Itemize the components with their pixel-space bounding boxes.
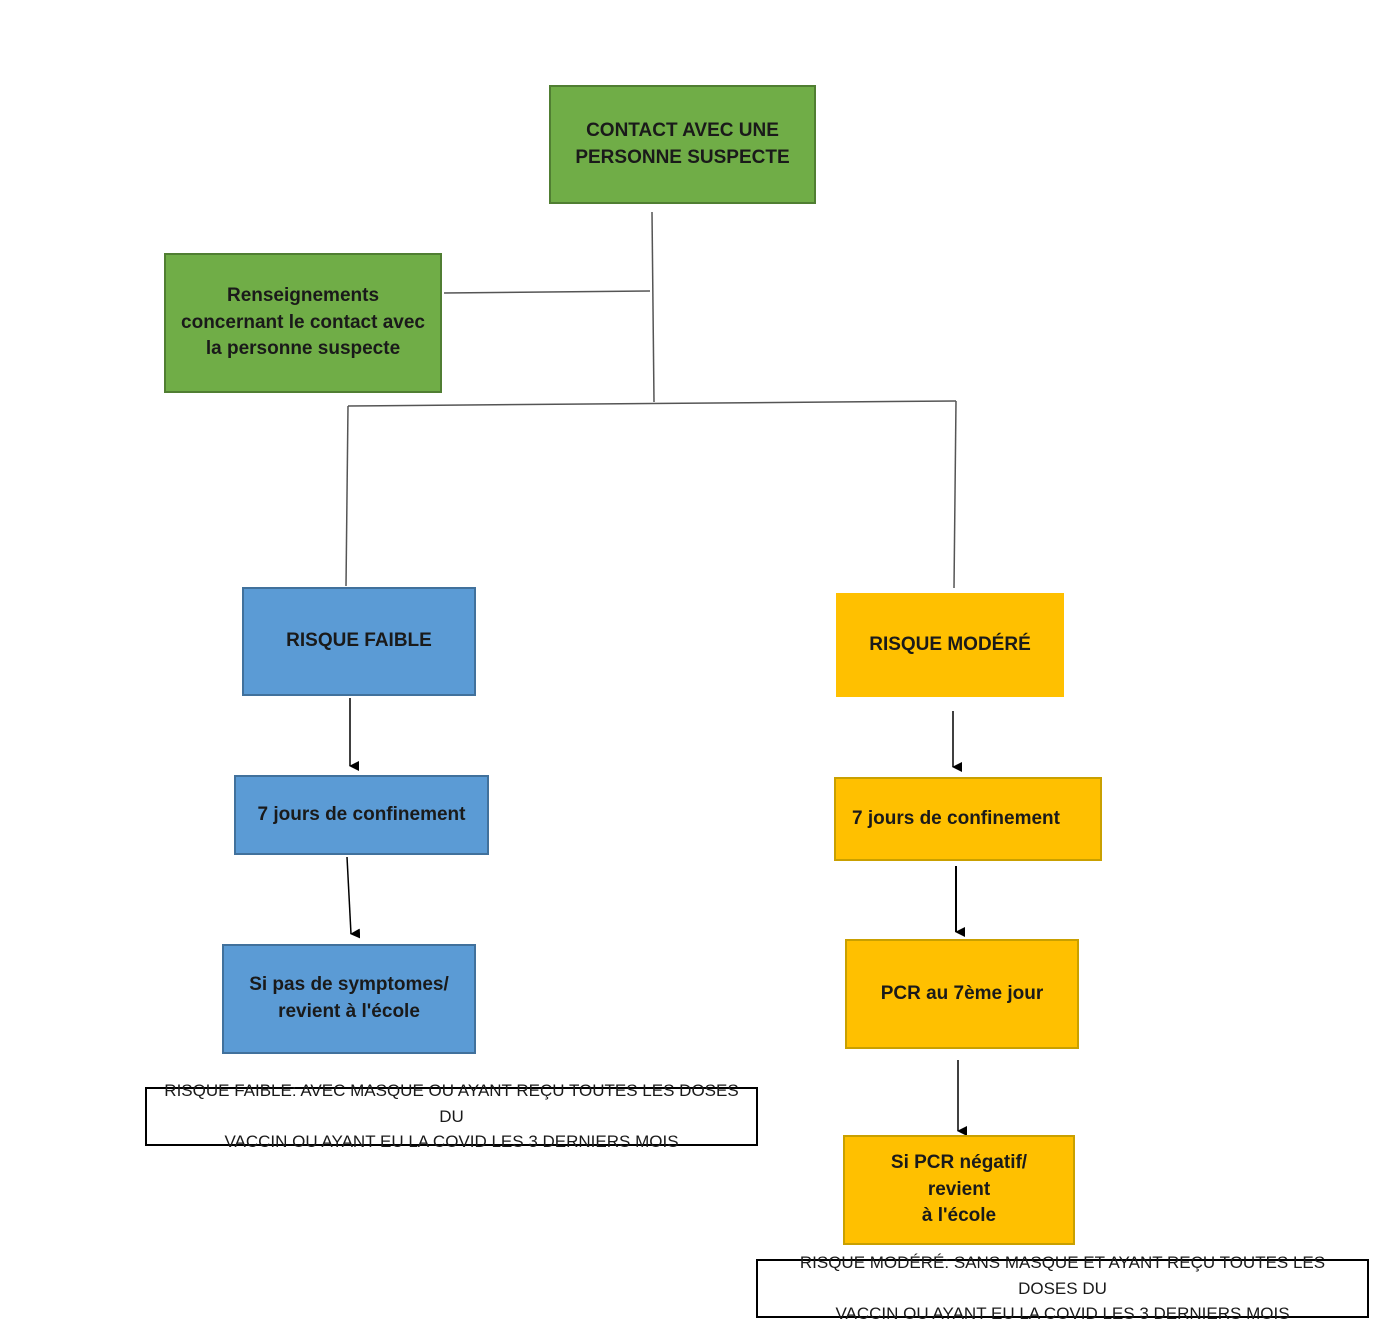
contact-line-2: PERSONNE SUSPECTE <box>575 146 790 168</box>
renseignements-line-2: concernant le contact avec <box>181 311 425 333</box>
renseignements-connector <box>443 290 651 294</box>
contact-node: CONTACT AVEC UNE PERSONNE SUSPECTE <box>549 85 816 204</box>
modere-pcr-node: PCR au 7ème jour <box>845 939 1079 1049</box>
branch-horizontal-connector <box>347 400 957 407</box>
modere-confinement-node: 7 jours de confinement <box>834 777 1102 861</box>
branch-left-connector <box>345 405 349 587</box>
faible-note-line-1: RISQUE FAIBLE: AVEC MASQUE OU AYANT REÇU… <box>164 1081 739 1126</box>
contact-line-1: CONTACT AVEC UNE <box>586 119 779 141</box>
renseignements-node: Renseignements concernant le contact ave… <box>164 253 442 393</box>
modere-confinement-label: 7 jours de confinement <box>852 807 1060 829</box>
renseignements-line-1: Renseignements <box>226 285 380 307</box>
trunk-connector <box>651 211 655 403</box>
modere-retour-line-1: Si PCR négatif/ revient <box>890 1152 1028 1200</box>
faible-definition-note: RISQUE FAIBLE: AVEC MASQUE OU AYANT REÇU… <box>145 1081 758 1151</box>
risque-faible-label: RISQUE FAIBLE <box>286 630 432 652</box>
modere-pcr-label: PCR au 7ème jour <box>880 982 1044 1004</box>
modere-note-line-2: VACCIN OU AYANT EU LA COVID LES 3 DERNIE… <box>835 1304 1290 1324</box>
faible-confinement-label: 7 jours de confinement <box>257 803 466 825</box>
risque-modere-node: RISQUE MODÉRÉ <box>836 593 1064 697</box>
renseignements-line-3: la personne suspecte <box>205 338 401 360</box>
faible-note-line-2: VACCIN OU AYANT EU LA COVID LES 3 DERNIE… <box>224 1132 679 1152</box>
faible-arrow-2 <box>346 856 361 939</box>
modere-retour-node: Si PCR négatif/ revient à l'école <box>843 1135 1075 1245</box>
modere-definition-note: RISQUE MODÉRÉ: SANS MASQUE ET AYANT REÇU… <box>756 1253 1369 1323</box>
risque-modere-label: RISQUE MODÉRÉ <box>869 633 1031 655</box>
faible-retour-node: Si pas de symptomes/ revient à l'école <box>222 944 476 1054</box>
modere-retour-line-2: à l'école <box>921 1205 997 1227</box>
modere-note-line-1: RISQUE MODÉRÉ: SANS MASQUE ET AYANT REÇU… <box>799 1253 1326 1298</box>
faible-confinement-node: 7 jours de confinement <box>234 775 489 855</box>
risque-faible-node: RISQUE FAIBLE <box>242 587 476 696</box>
faible-retour-line-1: Si pas de symptomes/ <box>249 974 449 996</box>
branch-right-connector <box>953 400 957 589</box>
faible-retour-line-2: revient à l'école <box>278 1001 420 1022</box>
